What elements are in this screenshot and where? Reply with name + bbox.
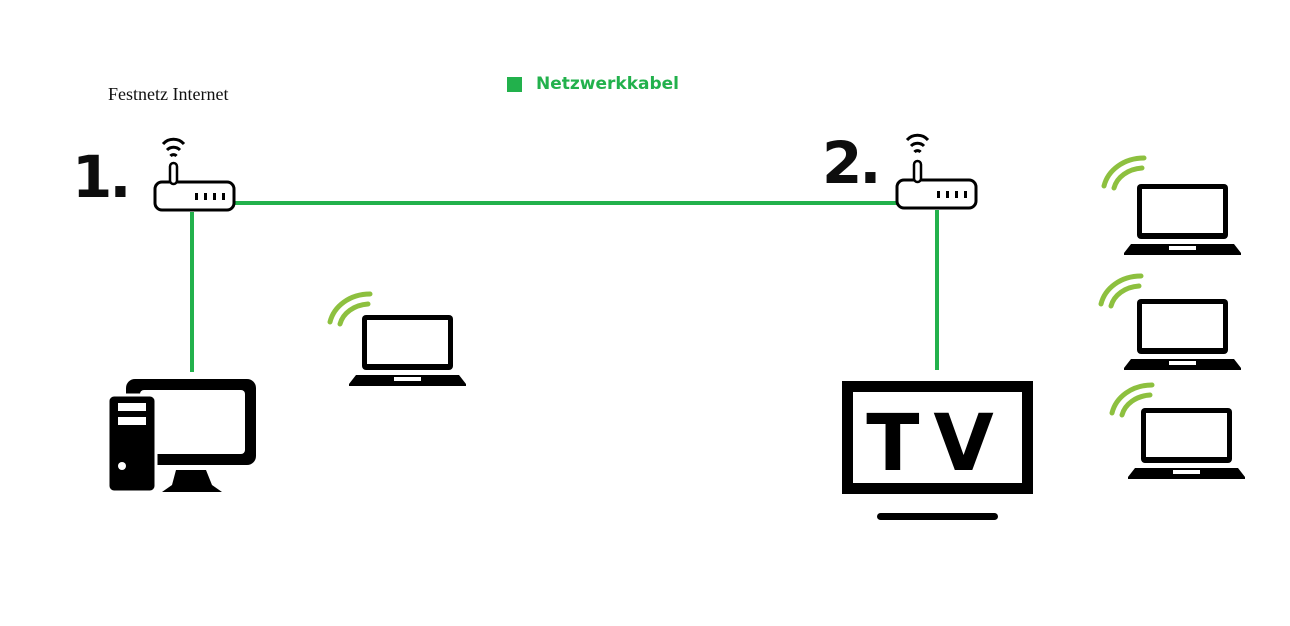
laptop-icon — [1128, 408, 1245, 479]
tv-label: TV — [866, 399, 1008, 489]
legend-swatch-cable — [507, 76, 522, 92]
desktop-pc-icon — [106, 379, 256, 494]
network-cables — [190, 201, 939, 372]
wifi-signal-icon — [1104, 158, 1144, 188]
laptop-4 — [1112, 385, 1245, 479]
router-1-number: 1. — [72, 143, 131, 211]
router-2-icon — [895, 133, 978, 210]
wifi-signal-icon — [1101, 276, 1141, 306]
router-2-number: 2. — [822, 129, 881, 197]
laptop-1 — [330, 294, 466, 386]
tv-icon: TV — [842, 381, 1033, 520]
router-1-icon — [153, 137, 236, 212]
laptop-2 — [1104, 158, 1241, 255]
legend-label: Netzwerkkabel — [536, 74, 680, 94]
diagram-title: Festnetz Internet — [108, 84, 229, 104]
laptop-icon — [349, 315, 466, 386]
laptop-icon — [1124, 184, 1241, 255]
laptop-3 — [1101, 276, 1241, 370]
legend: Netzwerkkabel — [507, 74, 679, 94]
laptop-icon — [1124, 299, 1241, 370]
